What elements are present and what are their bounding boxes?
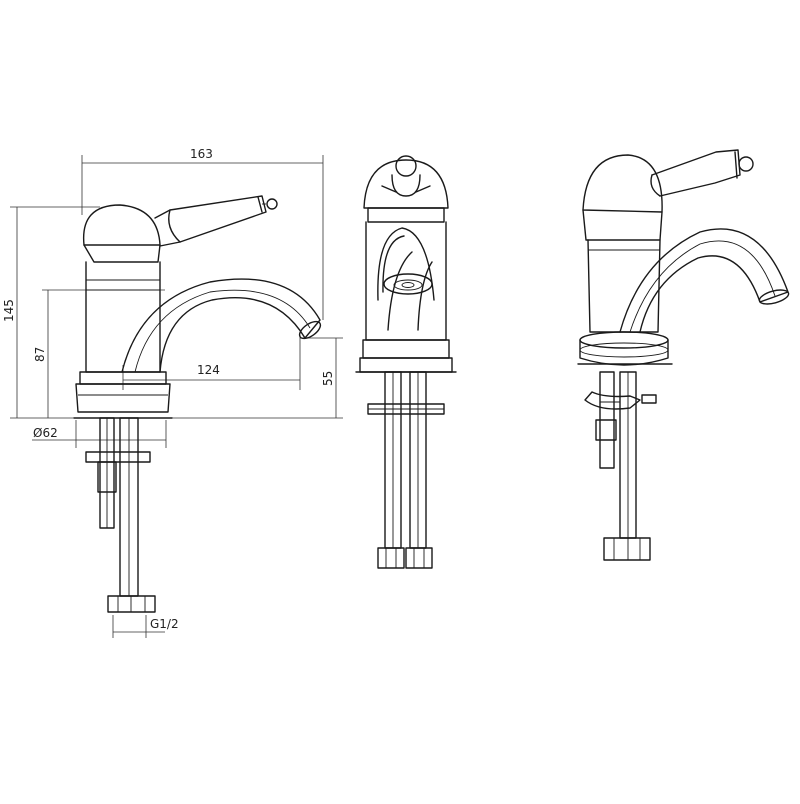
dim-label-55: 55 bbox=[321, 371, 335, 386]
dim-label-diameter: Ø62 bbox=[33, 426, 58, 440]
dim-label-124: 124 bbox=[197, 363, 220, 377]
dimension-lines-side bbox=[10, 155, 343, 638]
perspective-view bbox=[577, 149, 790, 561]
dim-label-163: 163 bbox=[190, 147, 213, 161]
dim-label-87: 87 bbox=[33, 347, 47, 362]
dim-label-145: 145 bbox=[2, 299, 16, 322]
faucet-side-outline bbox=[73, 195, 322, 613]
side-view: 163 145 87 124 55 Ø62 G1/2 bbox=[2, 147, 343, 638]
dim-label-thread: G1/2 bbox=[150, 617, 179, 631]
front-view bbox=[355, 155, 457, 569]
